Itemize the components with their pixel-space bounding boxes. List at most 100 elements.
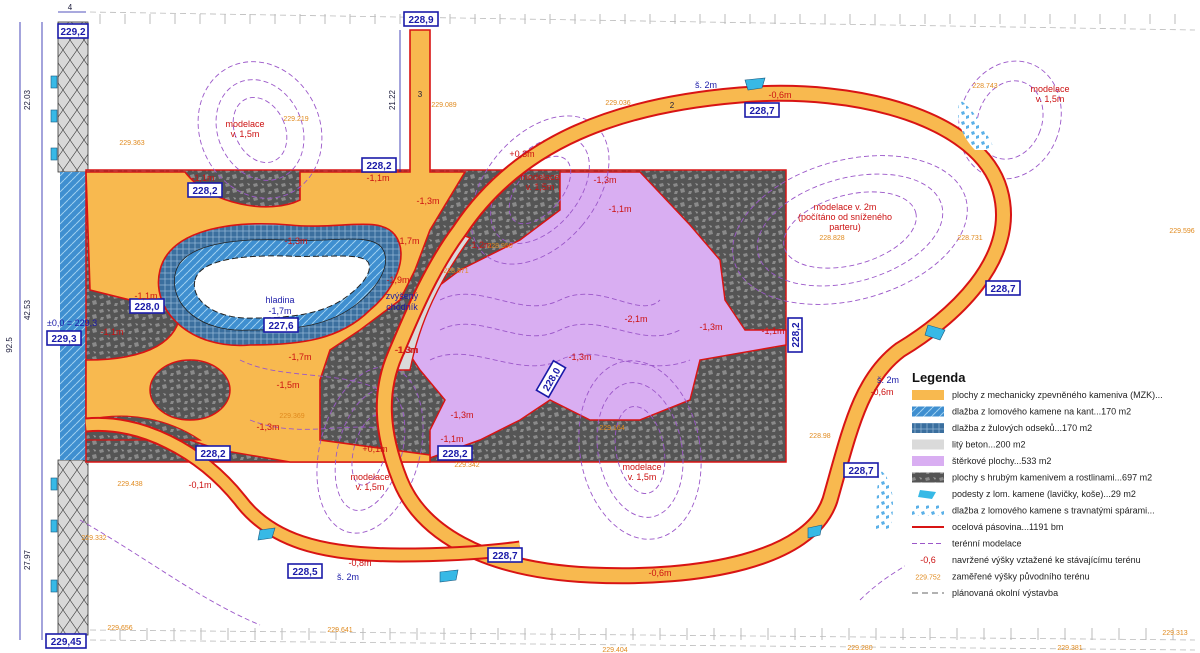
survey-point: 228.731 [957,235,982,242]
dim-2: 2 [670,101,675,110]
slope-label: š. 2m [695,80,717,90]
survey-point: 229.036 [605,100,630,107]
survey-point: 228.950 [487,243,512,250]
box-bottom-left: 228,5 [287,563,323,579]
depth-label: -1,1m [366,173,389,183]
box-top-right: 228,7 [744,102,780,118]
legend-label: podesty z lom. kamene (lavičky, koše)...… [952,489,1136,499]
survey-point: 229.313 [1162,630,1187,637]
survey-point: 229.089 [431,102,456,109]
depth-label: -1,3m [416,196,439,206]
mod5-line: modelace [350,472,389,482]
retaining-wall-lower [57,459,89,636]
walkway-label-2: chodník [386,302,418,312]
survey-point: 229.369 [279,413,304,420]
legend-item-pasovina: ocelová pásovina...1191 bm [912,522,1063,532]
depth-label: -1,7m [396,236,419,246]
dim-42: 42.53 [23,299,32,320]
box-lower-mid-text: 228,2 [442,449,467,460]
box-water: 227,6 [263,317,299,333]
dim-3: 3 [418,90,423,99]
water-depth: -1,7m [268,306,291,316]
survey-point: 229.363 [119,140,144,147]
survey-point: 229.656 [107,625,132,632]
height-boxes: 229,2 228,9 228,2 228,2 228,7 228,0 227,6 229,3… [45,11,1021,649]
box-top-mid: 228,9 [403,11,439,27]
legend-label: plánovaná okolní výstavba [952,588,1058,598]
depth-label: -1,1m [134,291,157,301]
depth-label: -1,1m [608,204,631,214]
box-right-vertical: 228,2 [787,317,803,353]
grass-joint-paving-2 [875,470,893,530]
box-lower-mid: 228,2 [437,445,473,461]
box-right-2-text: 228,7 [848,466,873,477]
box-right-1: 228,7 [985,280,1021,296]
legend-item-trava: dlažba z lomového kamene s travnatými sp… [912,505,1155,516]
legend-item-sterk: štěrkové plochy...533 m2 [912,456,1051,466]
survey-point: 229.332 [81,535,106,542]
mod4-line: parteru) [829,222,861,232]
rough-stone-lobe [149,359,231,421]
dim-22: 22.03 [23,89,32,110]
legend-label: terénní modelace [952,539,1022,549]
box-bottom-corner-text: 229,45 [51,637,82,648]
depth-label: -1,3m [284,236,307,246]
mod1-line: modelace [225,119,264,129]
legend-item-podesty: podesty z lom. kamene (lavičky, koše)...… [918,489,1136,499]
box-bottom-mid-text: 228,7 [492,551,517,562]
slope-label: š. 2m [877,375,899,385]
mod1-line: v. 1,5m [231,129,260,139]
depth-label: -1,1m [761,326,784,336]
depth-label: -1,3m [593,175,616,185]
box-left-mid-text: 229,3 [51,334,76,345]
depth-label: -1,3m [395,345,418,355]
mod2-line: v. 1,5m [526,182,555,192]
legend-item-hruby: plochy s hrubým kamenivem a rostlinami..… [912,472,1152,483]
box-bottom-mid: 228,7 [487,547,523,563]
legend-label: zaměřené výšky původního terénu [952,572,1090,582]
depth-label: -0,1m [188,480,211,490]
survey-point: 228.871 [443,268,468,275]
survey-point: 229.219 [283,116,308,123]
box-top-left-text: 229,2 [60,27,85,38]
mod2-line: modelace [520,172,559,182]
depth-label: -1,3m [256,422,279,432]
legend-symbol: -0,6 [920,555,936,565]
depth-label: -1,2m [468,240,491,250]
depth-labels: -1,1m -1,1m -1,3m -1,3m -1,7m -1,2m -1,1m -1,3m… [100,90,893,578]
dim-21: 21.22 [388,89,397,110]
legend-label: litý beton...200 m2 [952,440,1026,450]
box-left-mid: 229,3 [46,330,82,346]
depth-label: -1,3m [568,352,591,362]
depth-label: -0,6m [648,568,671,578]
water-channel [60,172,86,460]
mod6-line: modelace [622,462,661,472]
depth-label: -1,3m [450,410,473,420]
box-upper-left: 228,2 [187,182,223,198]
mod6-line: v. 1,5m [628,472,657,482]
depth-label: -1,7m [288,352,311,362]
walkway-label-1: zvýšený [386,291,419,301]
depth-label: -1,3m [699,322,722,332]
legend-label: dlažba z žulových odseků...170 m2 [952,423,1092,433]
wall-benches [50,75,58,593]
depth-label: -0,6m [768,90,791,100]
mod5-line: v. 1,5m [356,482,385,492]
box-bottom-left-text: 228,5 [292,567,317,578]
depth-label: -1,5m [276,380,299,390]
box-lower-left-text: 228,2 [200,449,225,460]
depth-label: -1,1m [100,327,123,337]
survey-point: 229.438 [117,481,142,488]
box-basin-text: 228,0 [134,302,159,313]
slope-labels: š. 2mš. 2mš. 2m [337,80,899,582]
legend-label: plochy s hrubým kamenivem a rostlinami..… [952,473,1152,483]
depth-label: +0,3m [509,149,534,159]
legend: Legenda plochy z mechanicky zpevněného k… [905,360,1195,620]
depth-label: -1,3m [394,345,417,355]
survey-point: 229.596 [1169,228,1194,235]
survey-point: 229.381 [1057,645,1082,652]
